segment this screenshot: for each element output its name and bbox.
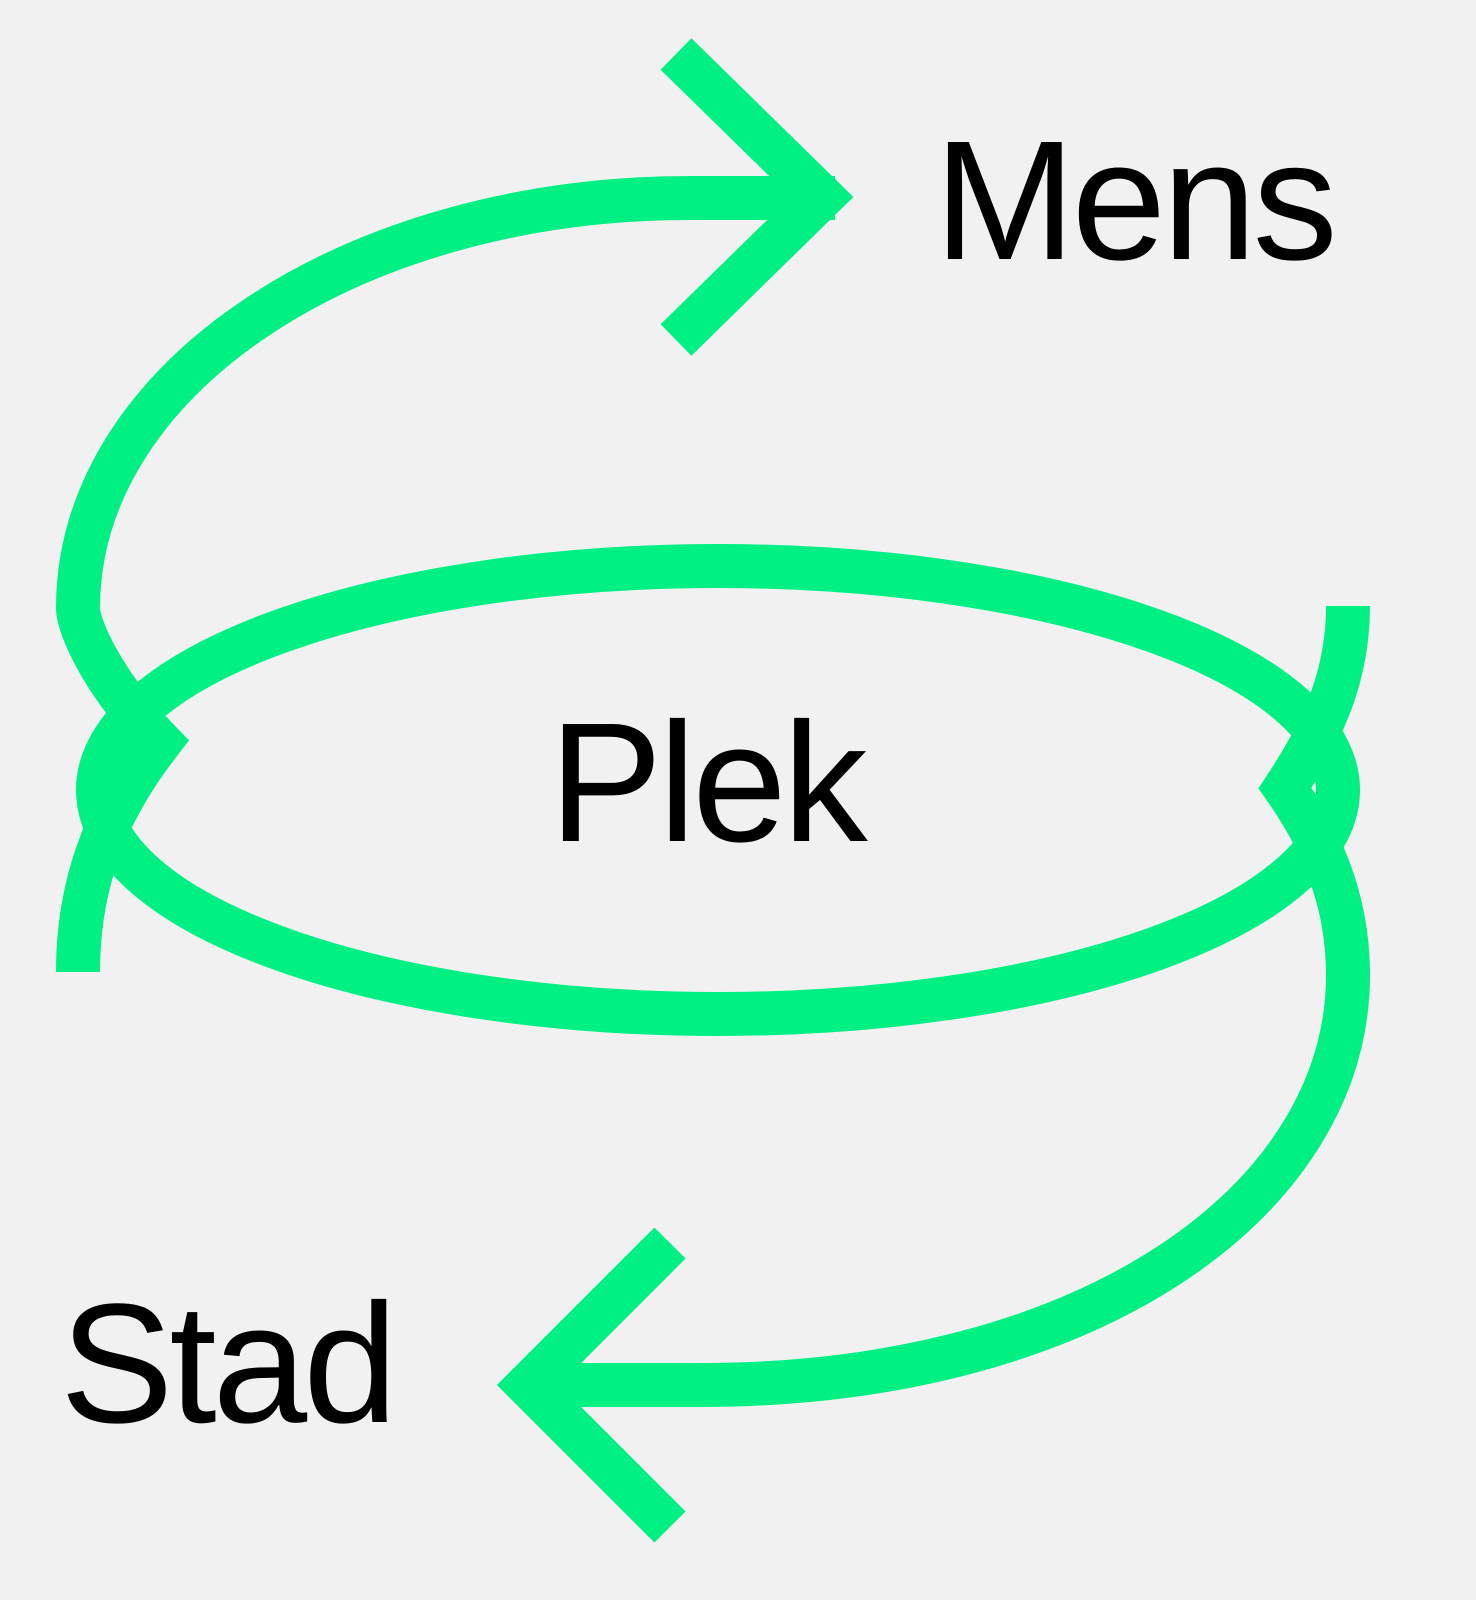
lower-loop-path: [530, 605, 1371, 1407]
label-mens: Mens: [934, 106, 1334, 296]
upper-loop-path: [55, 176, 835, 973]
spiral-strokes: [55, 38, 1371, 1543]
label-stad: Stad: [60, 1269, 394, 1459]
stad-arrowhead: [496, 1227, 686, 1543]
center-ring: [76, 544, 1360, 1036]
label-plek: Plek: [549, 688, 869, 878]
mens-arrowhead: [660, 38, 854, 356]
